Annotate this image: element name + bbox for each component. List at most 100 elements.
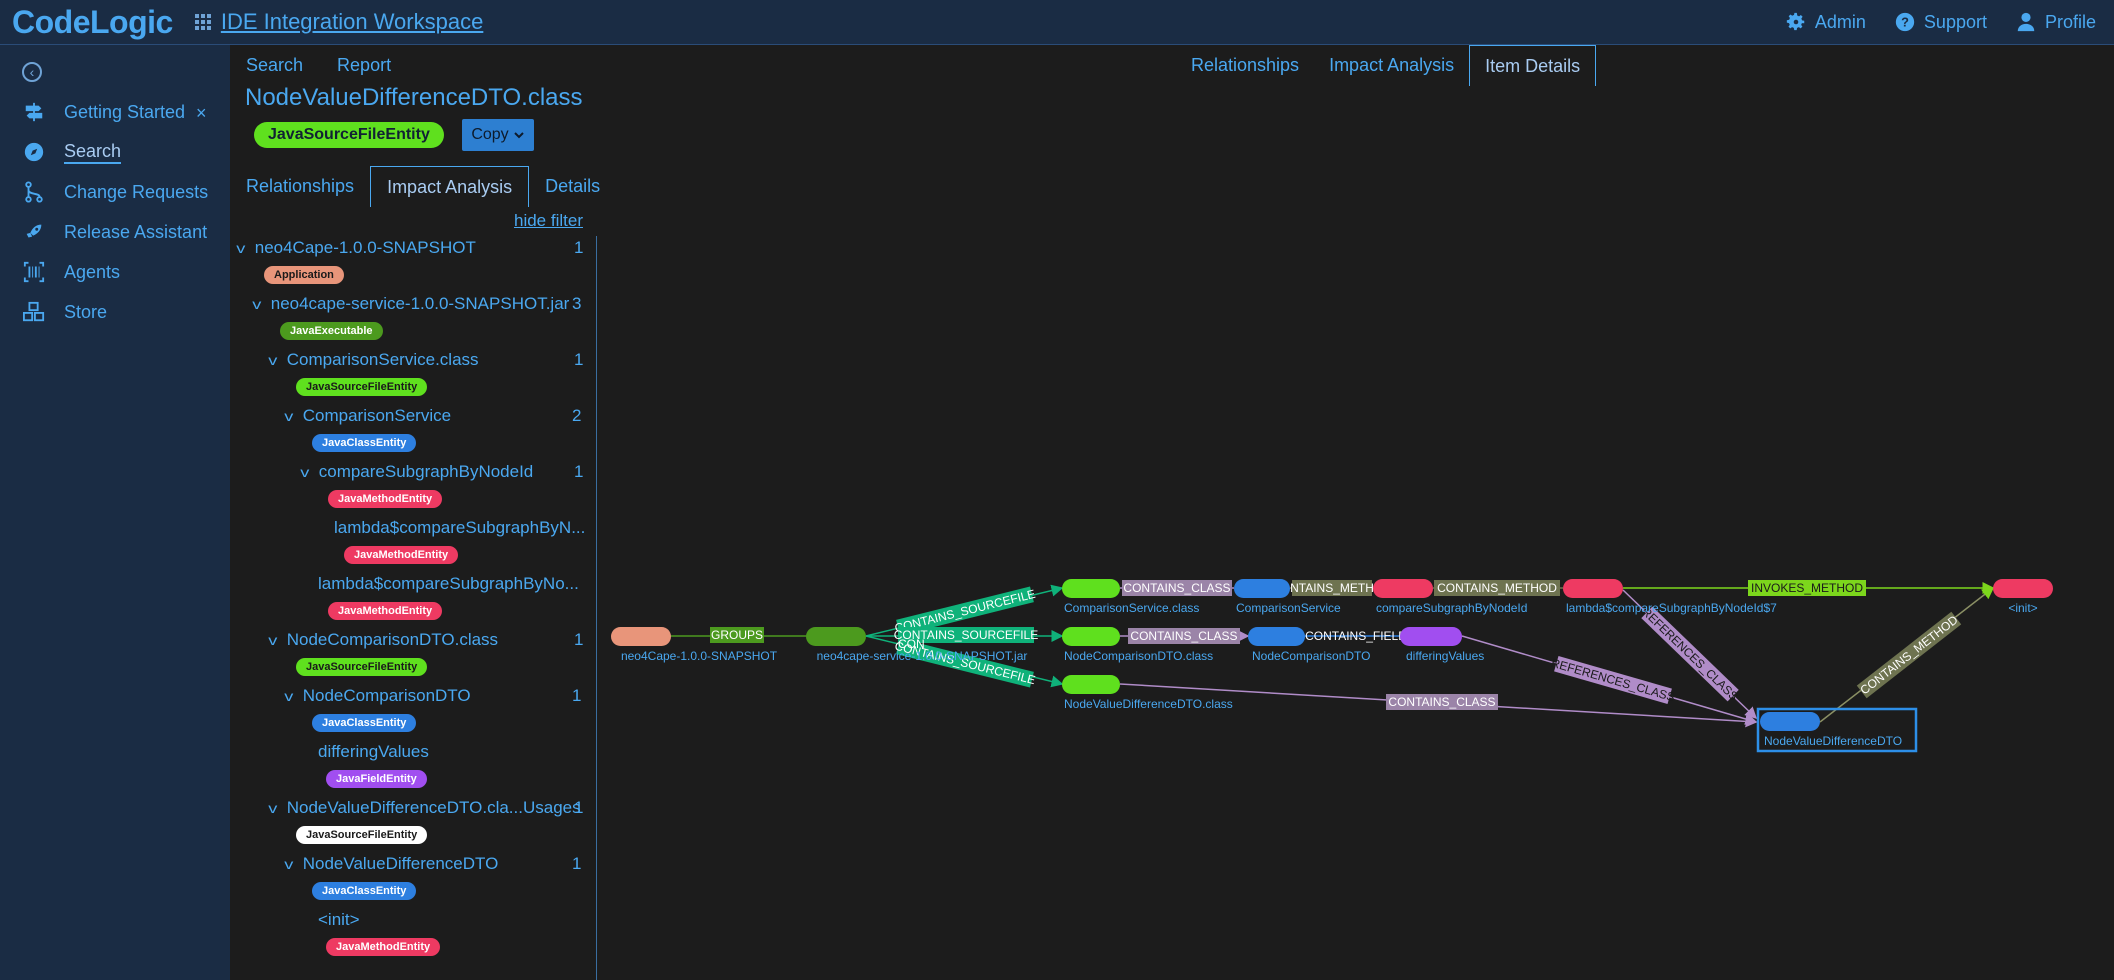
entity-type-pill: JavaMethodEntity (328, 490, 443, 508)
tab-impact-analysis[interactable]: Impact Analysis (1329, 54, 1455, 75)
graph-node[interactable]: neo4Cape-1.0.0-SNAPSHOT (611, 627, 778, 663)
entity-type-pill: JavaExecutable (280, 322, 383, 340)
graph-node-label: NodeComparisonDTO.class (1064, 649, 1213, 663)
graph-node[interactable]: lambda$compareSubgraphByNodeId$7 (1563, 579, 1777, 615)
entity-type-pill: JavaSourceFileEntity (296, 378, 428, 396)
sidebar-item-getting-started[interactable]: Getting Started (22, 97, 185, 127)
edge-label: CONTAINS_SOURCEFILE (894, 628, 1038, 642)
chevron-down-icon[interactable]: v (284, 856, 294, 872)
graph-node[interactable]: compareSubgraphByNodeId (1373, 579, 1527, 615)
graph-node[interactable]: ComparisonService (1234, 579, 1341, 615)
edge-label: REFERENCES_CLASS (1550, 656, 1677, 705)
hide-filter-link[interactable]: hide filter (514, 211, 583, 230)
tree-node[interactable]: v NodeValueDifferenceDTO (284, 854, 499, 874)
chevron-down-icon[interactable]: v (284, 408, 294, 424)
edge-label-fragment: CON (898, 637, 925, 651)
tree-node-label: <init> (318, 910, 360, 929)
tree-node-label: compareSubgraphByNodeId (318, 462, 534, 481)
graph-node[interactable]: NodeValueDifferenceDTO.class (1062, 675, 1233, 711)
tree-node[interactable]: lambda$compareSubgraphByNo... (318, 574, 579, 594)
graph-node[interactable]: neo4cape-service-1.0.0-SNAPSHOT.jar (806, 627, 1027, 663)
chevron-down-icon[interactable]: v (268, 352, 278, 368)
graph-node-selected[interactable]: NodeValueDifferenceDTO (1756, 707, 1918, 753)
entity-type-badge: JavaSourceFileEntity (254, 122, 444, 148)
graph-node-label: ComparisonService.class (1064, 601, 1199, 615)
tab-relationships[interactable]: Relationships (1191, 54, 1300, 75)
tab-details[interactable]: Details (545, 175, 601, 196)
graph-node[interactable]: ComparisonService.class (1062, 579, 1199, 615)
tree-node[interactable]: v neo4cape-service-1.0.0-SNAPSHOT.jar (252, 294, 570, 314)
sidebar-item-release-assistant[interactable]: Release Assistant (22, 217, 207, 247)
graph-node-label: NodeValueDifferenceDTO.class (1064, 697, 1233, 711)
sidebar-item-label: Search (64, 141, 122, 164)
graph-node-label: compareSubgraphByNodeId (1376, 601, 1527, 615)
tree-node-count: 1 (572, 854, 582, 873)
tree-node-label: neo4Cape-1.0.0-SNAPSHOT (254, 238, 476, 257)
tree-node[interactable]: v ComparisonService.class (268, 350, 479, 370)
copy-button[interactable]: Copy (462, 119, 534, 151)
chevron-down-icon[interactable]: v (284, 688, 294, 704)
barcode-icon (22, 260, 46, 284)
tree-node-count: 2 (572, 406, 582, 425)
profile-link[interactable]: Profile (2015, 11, 2096, 33)
chevron-down-icon[interactable]: v (300, 464, 310, 480)
tree-node-count: 1 (574, 630, 584, 649)
tab-report[interactable]: Report (337, 54, 392, 75)
edge-label: NTAINS_METH (1290, 581, 1374, 595)
edge-label: CONTAINS_CLASS (1123, 581, 1230, 595)
tree-node-count: 1 (574, 798, 584, 817)
tree-node[interactable]: v NodeValueDifferenceDTO.cla...Usages (268, 798, 580, 818)
graph-node[interactable]: NodeComparisonDTO (1248, 627, 1371, 663)
tree-node[interactable]: v neo4Cape-1.0.0-SNAPSHOT (236, 238, 476, 258)
tree-node[interactable]: lambda$compareSubgraphByN... (334, 518, 585, 538)
boxes-icon (22, 300, 46, 324)
tree-node-label: lambda$compareSubgraphByNo... (318, 574, 579, 593)
chevron-down-icon[interactable]: v (252, 296, 262, 312)
apps-grid-icon[interactable] (194, 14, 211, 30)
support-label: Support (1923, 11, 1987, 32)
tree-node[interactable]: v ComparisonService (284, 406, 451, 426)
close-icon[interactable]: × (196, 103, 207, 123)
tree-node[interactable]: v NodeComparisonDTO (284, 686, 470, 706)
entity-type-pill: JavaFieldEntity (326, 770, 427, 788)
edge-label: CONTAINS_METHOD (1437, 581, 1557, 595)
sidebar-item-agents[interactable]: Agents (22, 257, 120, 287)
graph-nodes: neo4Cape-1.0.0-SNAPSHOT neo4cape-service… (611, 579, 2053, 753)
tab-relationships[interactable]: Relationships (246, 175, 355, 196)
tree-node-label: neo4cape-service-1.0.0-SNAPSHOT.jar (270, 294, 570, 313)
sidebar-item-search[interactable]: Search (22, 137, 122, 167)
collapse-sidebar-icon[interactable]: ‹ (22, 62, 42, 82)
sidebar-item-store[interactable]: Store (22, 297, 107, 327)
edge-label: CONTAINS_CLASS (1130, 629, 1237, 643)
workspace-link[interactable]: IDE Integration Workspace (220, 9, 484, 34)
chevron-down-icon[interactable]: v (268, 632, 278, 648)
tree-node-label: NodeValueDifferenceDTO (302, 854, 499, 873)
sidebar: ‹ Getting Started × Search Change Reques… (0, 45, 230, 980)
top-bar: CodeLogic IDE Integration Workspace Admi… (0, 0, 2114, 45)
entity-type-pill: JavaClassEntity (312, 714, 417, 732)
graph-node[interactable]: <init> (1993, 579, 2053, 615)
tab-search[interactable]: Search (246, 54, 304, 75)
graph-node-label: <init> (2008, 601, 2037, 615)
graph-node[interactable]: differingValues (1400, 627, 1484, 663)
graph-node[interactable]: NodeComparisonDTO.class (1062, 627, 1213, 663)
tree-node[interactable]: v compareSubgraphByNodeId (300, 462, 534, 482)
signpost-icon (22, 100, 46, 124)
codelogic-logo[interactable]: CodeLogic (12, 3, 173, 40)
impact-graph[interactable]: GROUPS CONTAINS_SOURCEFILE CONTAINS_SOUR… (600, 560, 2114, 760)
chevron-down-icon[interactable]: v (236, 240, 246, 256)
chevron-down-icon[interactable]: v (268, 800, 278, 816)
tree-node-label: NodeComparisonDTO.class (286, 630, 499, 649)
sidebar-item-label: Agents (64, 261, 121, 282)
tree-node[interactable]: v NodeComparisonDTO.class (268, 630, 499, 650)
sidebar-item-change-requests[interactable]: Change Requests (22, 177, 208, 207)
tree-node[interactable]: differingValues (318, 742, 429, 762)
tree-node[interactable]: <init> (318, 910, 360, 930)
tab-impact-analysis[interactable]: Impact Analysis (370, 166, 530, 207)
admin-link[interactable]: Admin (1785, 11, 1866, 33)
support-link[interactable]: ? Support (1894, 11, 1987, 33)
graph-node-label: neo4Cape-1.0.0-SNAPSHOT (621, 649, 778, 663)
tab-item-details[interactable]: Item Details (1469, 45, 1597, 86)
tree-node-label: ComparisonService.class (286, 350, 479, 369)
tree-node-label: differingValues (318, 742, 429, 761)
